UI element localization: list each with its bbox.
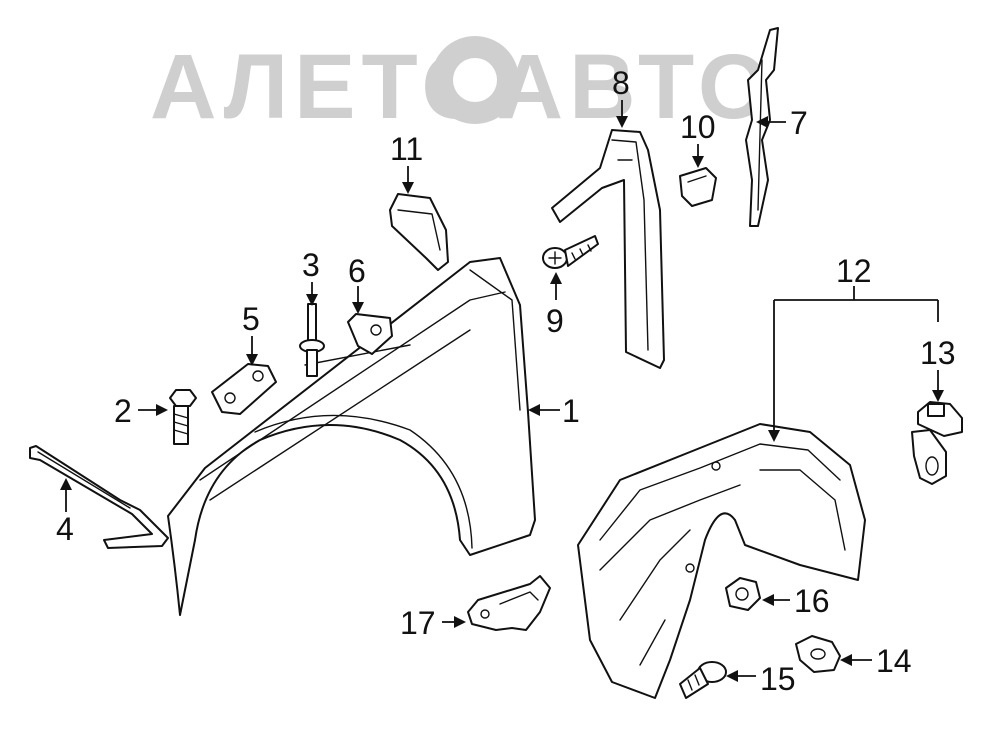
callout-11: 11: [390, 131, 423, 167]
arrow-10: [692, 156, 704, 168]
arrow-13: [932, 390, 944, 402]
callout-4: 4: [56, 511, 74, 547]
callout-15: 15: [760, 661, 796, 697]
arrow-12: [768, 430, 780, 442]
part-bolt: [169, 389, 197, 445]
arrow-9: [550, 272, 562, 284]
callout-6: 6: [348, 253, 366, 289]
part-bracket-block: [389, 193, 449, 271]
arrow-5: [246, 354, 258, 366]
gear-icon: [431, 36, 519, 124]
part-clip-holder: [911, 401, 963, 485]
arrow-4: [60, 478, 72, 490]
callout-labels: 1 2 3 4 5 6 7 8 9 10 11 12 13 14 15 16 1…: [56, 65, 956, 697]
part-pillar-panel: [551, 129, 665, 369]
callout-10: 10: [680, 109, 716, 145]
callout-14: 14: [876, 643, 912, 679]
callout-5: 5: [242, 301, 260, 337]
part-fender: [167, 257, 536, 616]
part-mounting-bracket: [211, 363, 277, 415]
callout-17: 17: [400, 605, 436, 641]
callout-8: 8: [612, 65, 630, 101]
callout-7: 7: [790, 105, 808, 141]
part-screw-small: [679, 661, 727, 699]
part-small-support: [467, 575, 551, 631]
part-seal-strip: [745, 27, 779, 227]
watermark-logo: АЛЕТОАВТО: [150, 36, 770, 138]
arrow-15: [726, 670, 738, 682]
callout-1: 1: [562, 393, 580, 429]
arrow-6: [352, 302, 364, 314]
arrow-14: [840, 654, 852, 666]
part-clip-pin: [299, 303, 325, 377]
callout-12: 12: [836, 253, 872, 289]
arrow-3: [306, 294, 318, 306]
part-nut: [725, 577, 761, 611]
arrow-16: [762, 594, 774, 606]
callout-2: 2: [114, 393, 132, 429]
arrow-11: [402, 182, 414, 194]
arrow-2: [156, 404, 168, 416]
part-small-bracket: [347, 313, 393, 355]
callout-13: 13: [920, 335, 956, 371]
arrow-1: [528, 404, 540, 416]
part-clip-nut: [795, 635, 841, 673]
part-screw: [542, 235, 599, 269]
callout-3: 3: [302, 247, 320, 283]
arrow-17: [454, 616, 466, 628]
part-clip-block: [679, 167, 717, 207]
part-wheel-liner: [577, 423, 866, 699]
leader-lines: [60, 100, 944, 682]
part-support-bracket: [29, 445, 169, 549]
callout-9: 9: [546, 303, 564, 339]
arrow-8: [616, 116, 628, 128]
arrow-7: [756, 116, 768, 128]
callout-16: 16: [794, 583, 830, 619]
